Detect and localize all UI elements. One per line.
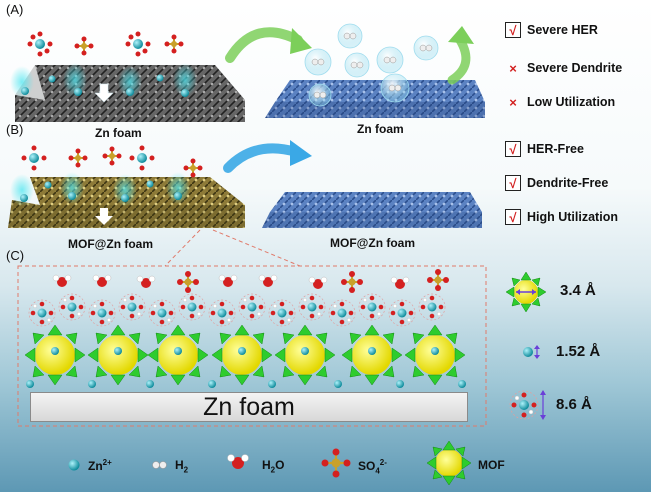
zn-ion <box>458 380 466 388</box>
mof-row <box>24 324 466 386</box>
legend-zn-icon <box>68 459 80 471</box>
zoom-guide-right <box>212 229 301 267</box>
zn-ion <box>146 380 154 388</box>
check-label: Severe Dendrite <box>527 61 623 75</box>
legend-label-so4: SO42- <box>358 458 387 476</box>
check-label: Dendrite-Free <box>527 176 609 190</box>
check-item-severe-her: √ Severe HER <box>505 22 598 38</box>
mof-particle <box>147 324 209 386</box>
zn-ion-size-icon <box>523 345 540 359</box>
hydrated-zn-ion <box>358 293 386 321</box>
size-label-mof: 3.4 Å <box>560 282 596 299</box>
zn-ions-bottom <box>26 380 466 388</box>
hydrated-zn-ion <box>148 299 176 327</box>
check-mark-icon: √ <box>505 141 521 157</box>
hydrated-zn-ion <box>178 293 206 321</box>
hydrated-zn-ion <box>268 299 296 327</box>
zn-ion <box>88 380 96 388</box>
process-arrowhead-b <box>290 140 312 166</box>
water-molecules-c <box>52 274 410 289</box>
check-mark-icon: √ <box>505 209 521 225</box>
hydrated-zn-ion <box>118 293 146 321</box>
caption-zn-foam-right: Zn foam <box>357 122 404 136</box>
check-mark-icon: √ <box>505 175 521 191</box>
hydrated-zn-ion <box>208 299 236 327</box>
legend-label-h2o: H2O <box>262 458 285 475</box>
zn-ion <box>334 380 342 388</box>
caption-mof-zn-foam-left: MOF@Zn foam <box>68 237 154 251</box>
legend-label-mof: MOF <box>478 458 505 472</box>
panel-label-b: (B) <box>6 122 24 137</box>
zn-ions-falling-b <box>20 180 182 202</box>
check-item-high-utilization: √ High Utilization <box>505 209 618 225</box>
zn-ion <box>208 380 216 388</box>
hydrated-zn-ion <box>58 293 86 321</box>
check-label: Low Utilization <box>527 95 616 109</box>
zoom-guide-left <box>164 229 201 267</box>
hydrated-zn-ion <box>238 293 266 321</box>
hydrated-zn-ion <box>328 299 356 327</box>
size-label-hydrated-zn: 8.6 Å <box>556 396 592 413</box>
process-arrowhead-a <box>290 28 312 54</box>
solvated-ions-b <box>21 145 203 178</box>
zn-ion <box>268 380 276 388</box>
process-arrow-b <box>223 143 301 173</box>
mof-particle <box>341 324 403 386</box>
process-arrow-a <box>225 27 303 63</box>
hydrated-zn-ion <box>88 299 116 327</box>
mof-particle <box>404 324 466 386</box>
zn-ion <box>26 380 34 388</box>
check-item-her-free: √ HER-Free <box>505 141 584 157</box>
mof-particle <box>87 324 149 386</box>
hydrated-zn-ion <box>418 293 446 321</box>
cross-mark-icon: × <box>509 94 517 110</box>
legend-so4-icon <box>321 448 351 478</box>
sulfate-ions-c <box>177 269 449 293</box>
zn-foam-right-a <box>265 80 485 118</box>
cross-mark-icon: × <box>509 60 517 76</box>
check-label: High Utilization <box>527 210 618 224</box>
down-arrow-a <box>94 83 114 103</box>
mof-particle <box>24 324 86 386</box>
hydrated-zn-row <box>28 293 446 327</box>
caption-zn-foam-left: Zn foam <box>95 126 142 140</box>
legend-label-zn: Zn2+ <box>88 458 112 473</box>
panel-label-a: (A) <box>6 2 24 17</box>
down-arrow-b <box>95 208 113 225</box>
solvated-ions-a <box>27 31 184 57</box>
panel-label-c: (C) <box>6 248 25 263</box>
upward-arrow-a <box>447 26 474 85</box>
check-item-severe-dendrite: × Severe Dendrite <box>505 60 622 76</box>
check-label: HER-Free <box>527 142 584 156</box>
check-mark-icon: √ <box>505 22 521 38</box>
glow-plumes-b <box>10 172 190 206</box>
zn-ion <box>396 380 404 388</box>
h2-bubbles-a <box>304 23 439 107</box>
zn-ions-falling-a <box>21 74 189 97</box>
legend-h2o-icon <box>227 454 249 469</box>
hydrated-zn-size-icon <box>509 390 546 420</box>
size-label-zn-ion: 1.52 Å <box>556 343 601 360</box>
legend-label-h2: H2 <box>175 458 189 475</box>
hydrated-zn-ion <box>298 293 326 321</box>
hydrated-zn-ion <box>388 299 416 327</box>
check-item-dendrite-free: √ Dendrite-Free <box>505 175 608 191</box>
zn-foam-substrate-label: Zn foam <box>203 392 295 421</box>
legend-mof-icon <box>426 440 472 486</box>
mof-particle <box>211 324 273 386</box>
mof-zn-foam-left-b <box>8 177 245 228</box>
hydrated-zn-ion <box>28 299 56 327</box>
mof-size-icon <box>505 271 547 313</box>
zn-foam-substrate: Zn foam <box>30 392 468 422</box>
check-label: Severe HER <box>527 23 598 37</box>
legend-h2-icon <box>152 461 167 469</box>
mof-zn-foam-right-b <box>262 192 482 228</box>
mof-particle <box>274 324 336 386</box>
caption-mof-zn-foam-right: MOF@Zn foam <box>330 236 416 250</box>
check-item-low-utilization: × Low Utilization <box>505 94 615 110</box>
zoom-box <box>17 265 487 427</box>
